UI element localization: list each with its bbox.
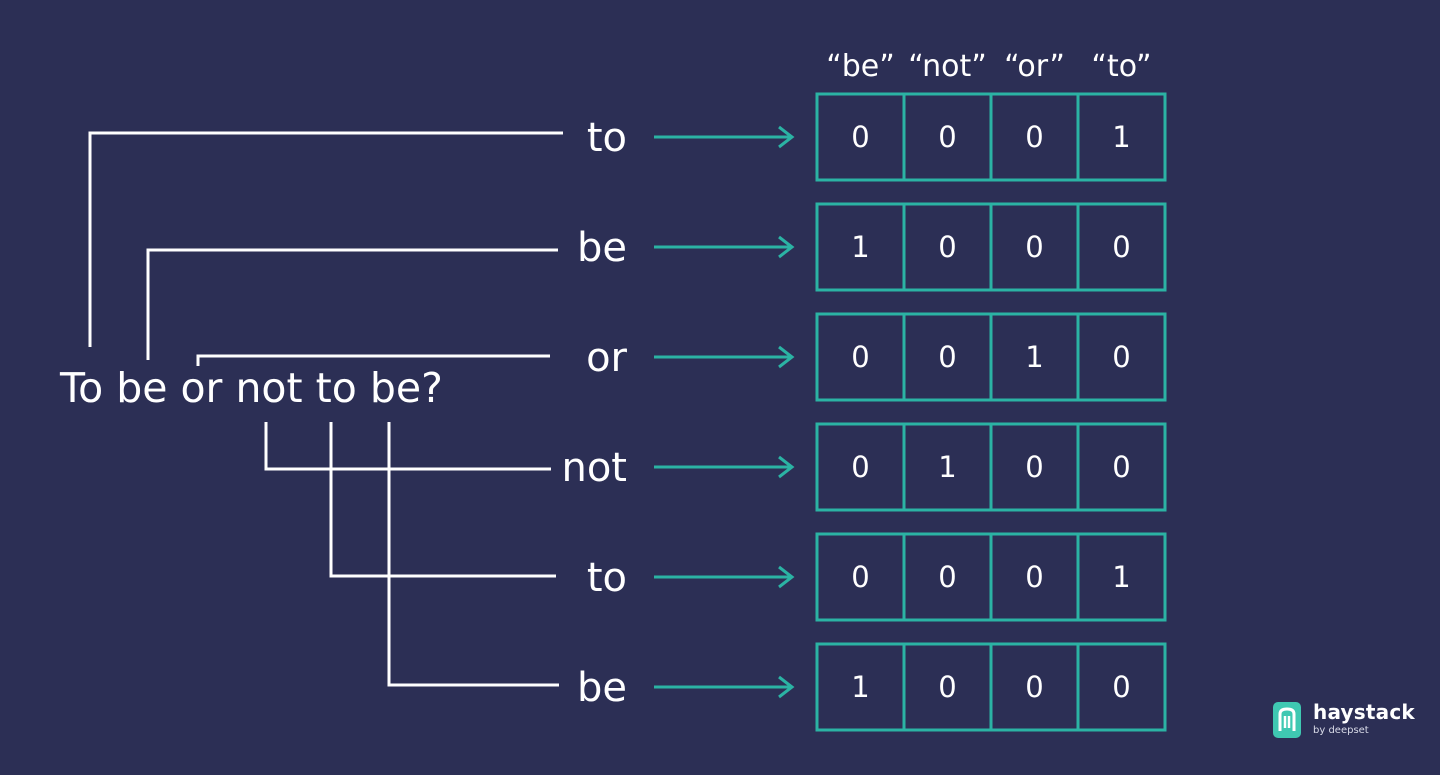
haystack-logo: haystack by deepset: [1273, 702, 1415, 738]
connector-not: [264, 422, 551, 471]
token-row: be 1 0 0 0: [577, 202, 1167, 292]
column-headers: “be” “not” “or” “to”: [826, 49, 1151, 84]
token-label: or: [586, 335, 627, 381]
vector-cell: [1076, 202, 1167, 292]
token-row: to 0 0 0 1: [587, 92, 1167, 182]
arrow-head-icon: [778, 455, 795, 479]
vector-value: 0: [938, 340, 956, 374]
vector-value: 0: [938, 230, 956, 264]
vector-value: 1: [1112, 560, 1130, 594]
token-row: or 0 0 1 0: [586, 312, 1167, 402]
vector-value: 1: [851, 670, 869, 704]
token-label: to: [587, 555, 627, 601]
vector-value: 0: [1025, 670, 1043, 704]
vector-cell: [1076, 422, 1167, 512]
vector-value: 0: [1025, 230, 1043, 264]
input-sentence: To be or not to be?: [59, 364, 443, 412]
vector-value: 0: [938, 670, 956, 704]
token-label: to: [587, 115, 627, 161]
vector-cell: [1076, 532, 1167, 622]
token-row: be 1 0 0 0: [577, 642, 1167, 732]
vector-cell: [1076, 312, 1167, 402]
connector-or: [196, 354, 550, 366]
vector-value: 0: [1025, 560, 1043, 594]
vector-value: 0: [851, 340, 869, 374]
vector-value: 0: [938, 120, 956, 154]
connector-to-2: [329, 422, 556, 578]
vector-value: 1: [938, 450, 956, 484]
token-rows: to 0 0 0 1 be 1 0 0 0 or 0 0 1 0 not 0 1 0 0 to 0 0 0 1 be 1 0 0 0: [561, 92, 1167, 732]
arrow-head-icon: [778, 675, 795, 699]
column-header: “be”: [826, 49, 895, 84]
vector-value: 1: [1112, 120, 1130, 154]
token-row: not 0 1 0 0: [561, 422, 1167, 512]
arrow-head-icon: [778, 345, 795, 369]
token-label: not: [561, 445, 627, 491]
vector-value: 1: [851, 230, 869, 264]
connector-to-1: [88, 131, 563, 347]
token-label: be: [577, 665, 627, 711]
vector-value: 0: [1112, 230, 1130, 264]
vector-cell: [1076, 642, 1167, 732]
token-row: to 0 0 0 1: [587, 532, 1167, 622]
token-label: be: [577, 225, 627, 271]
vector-cell: [1076, 92, 1167, 182]
arrow-head-icon: [778, 125, 795, 149]
haystack-logo-icon: [1273, 702, 1301, 738]
connector-be-1: [146, 248, 558, 360]
vector-value: 0: [851, 560, 869, 594]
vector-value: 1: [1025, 340, 1043, 374]
vector-value: 0: [938, 560, 956, 594]
vector-value: 0: [851, 120, 869, 154]
vector-value: 0: [1025, 450, 1043, 484]
word-connectors: [88, 131, 563, 687]
arrow-head-icon: [778, 565, 795, 589]
column-header: “to”: [1091, 49, 1151, 84]
vector-value: 0: [851, 450, 869, 484]
arrow-head-icon: [778, 235, 795, 259]
vector-value: 0: [1112, 450, 1130, 484]
connector-be-2: [387, 422, 559, 687]
column-header: “or”: [1004, 49, 1065, 84]
vector-value: 0: [1112, 340, 1130, 374]
vector-value: 0: [1112, 670, 1130, 704]
logo-name: haystack: [1313, 700, 1415, 724]
logo-subtitle: by deepset: [1313, 725, 1369, 736]
column-header: “not”: [908, 49, 987, 84]
vector-value: 0: [1025, 120, 1043, 154]
